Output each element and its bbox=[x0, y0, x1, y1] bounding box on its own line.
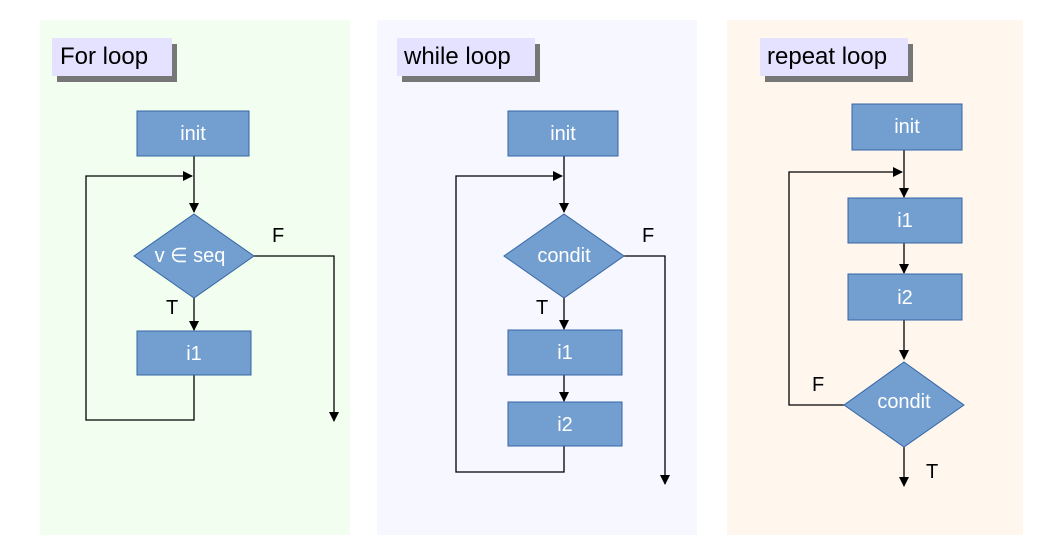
repeat-init-box bbox=[851, 103, 963, 151]
while-condition-diamond bbox=[503, 213, 625, 299]
for-true-label: T bbox=[166, 297, 178, 319]
for-false-exit-arrow bbox=[253, 255, 339, 422]
repeat-condition-diamond bbox=[843, 361, 965, 448]
for-condition-label: v ∈ seq bbox=[155, 245, 226, 267]
for-loop-panel: For loop init v ∈ seq i1 F T bbox=[40, 20, 350, 535]
while-loop-title: while loop bbox=[403, 43, 511, 70]
for-init-label: init bbox=[180, 123, 206, 145]
repeat-i2-label: i2 bbox=[897, 287, 913, 309]
repeat-loop-panel: repeat loop init i1 i2 condit F T bbox=[727, 20, 1023, 535]
for-loop-connectors bbox=[85, 156, 339, 422]
while-loop-connectors bbox=[455, 156, 670, 485]
repeat-loop-title: repeat loop bbox=[767, 43, 887, 70]
repeat-false-label: F bbox=[812, 374, 824, 396]
repeat-true-label: T bbox=[926, 461, 938, 483]
repeat-i1-label: i1 bbox=[897, 210, 913, 232]
repeat-loop-connectors bbox=[788, 150, 909, 487]
while-false-label: F bbox=[642, 225, 654, 247]
repeat-i1-box bbox=[847, 197, 963, 244]
while-i1-label: i1 bbox=[557, 342, 573, 364]
for-loop-back-arrow bbox=[85, 171, 195, 421]
while-loop-back-arrow bbox=[455, 171, 565, 473]
for-i1-label: i1 bbox=[186, 343, 202, 365]
for-false-label: F bbox=[272, 225, 284, 247]
for-condition-diamond bbox=[133, 213, 255, 299]
while-loop-panel: while loop init condit i1 i2 F T bbox=[377, 20, 697, 535]
repeat-loop-title-box bbox=[760, 38, 908, 76]
while-condition-label: condit bbox=[537, 245, 591, 267]
while-false-exit-arrow bbox=[624, 255, 670, 485]
while-init-box bbox=[507, 110, 619, 157]
for-i1-box bbox=[136, 330, 252, 376]
while-init-label: init bbox=[550, 123, 576, 145]
repeat-condition-label: condit bbox=[877, 391, 931, 413]
while-i2-label: i2 bbox=[557, 414, 573, 436]
for-loop-title-box bbox=[52, 38, 172, 76]
while-i1-box bbox=[507, 329, 623, 376]
while-true-label: T bbox=[536, 297, 548, 319]
for-init-box bbox=[136, 110, 250, 157]
while-i2-box bbox=[507, 401, 623, 447]
repeat-loop-back-arrow bbox=[788, 167, 903, 406]
while-loop-title-box bbox=[397, 38, 535, 76]
repeat-i2-box bbox=[847, 273, 963, 321]
repeat-init-label: init bbox=[894, 116, 920, 138]
for-loop-title: For loop bbox=[60, 43, 148, 70]
